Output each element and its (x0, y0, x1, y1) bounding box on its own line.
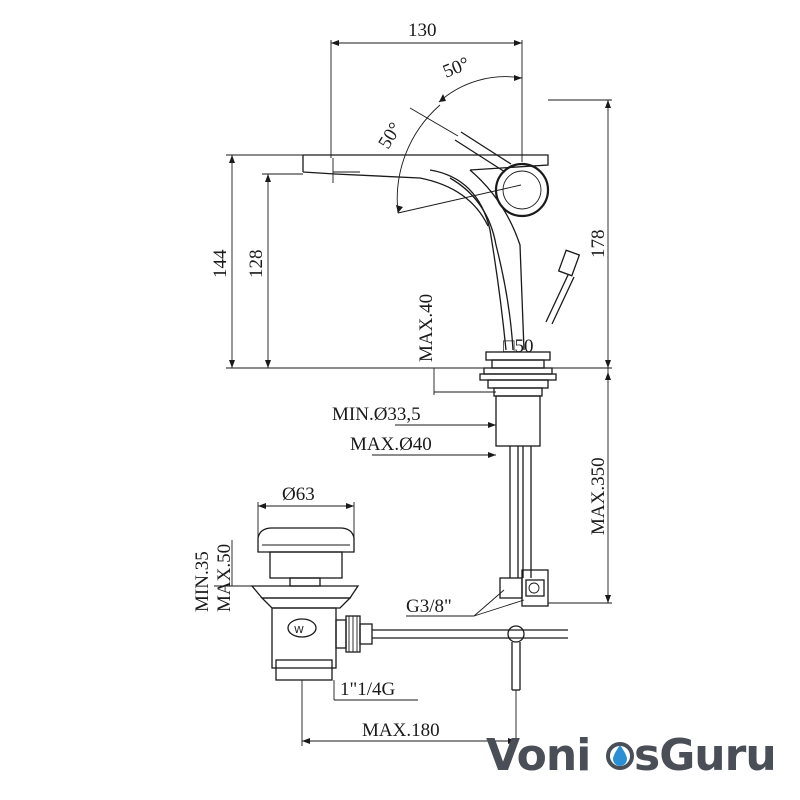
water-drop-icon (613, 745, 627, 766)
label-128: 128 (246, 250, 267, 279)
dimension-hole: MIN.Ø33,5 MAX.Ø40 (332, 404, 496, 458)
dimension-178-350: 178 MAX.350 (548, 99, 612, 604)
label-angle-right: 50° (440, 53, 473, 82)
pop-up-waste: W (250, 527, 568, 691)
brand-logo: Voni sGuru (486, 730, 777, 781)
dimension-130: 130 (330, 20, 523, 162)
label-connection: G3/8" (406, 596, 452, 617)
dimension-connection: G3/8" (406, 589, 525, 617)
dimension-waste-thread: 1"1/4G (333, 679, 418, 701)
dimension-deck: MAX.40 □50 (416, 294, 533, 395)
angle-arcs: 50° 50° (374, 53, 523, 214)
label-max-hole: MAX.Ø40 (350, 434, 432, 455)
label-min-hole: MIN.Ø33,5 (332, 404, 421, 425)
dimension-waste-height: MIN.35 MAX.50 (192, 540, 262, 612)
brand-part2: sGuru (634, 730, 776, 781)
label-base-square: □50 (503, 336, 533, 357)
label-130: 130 (408, 20, 437, 41)
label-max-350: MAX.350 (588, 457, 609, 535)
drop-ring-icon (606, 742, 634, 770)
label-waste-min: MIN.35 (192, 551, 213, 612)
label-144: 144 (210, 249, 231, 278)
faucet-body (302, 131, 581, 607)
label-waste-thread: 1"1/4G (340, 679, 396, 700)
label-max-40: MAX.40 (416, 294, 437, 362)
label-waste-max: MAX.50 (214, 544, 235, 612)
dimension-144-128: 144 128 (210, 154, 612, 369)
label-178: 178 (588, 230, 609, 259)
svg-text:W: W (294, 625, 304, 636)
dimension-cap: Ø63 (257, 484, 355, 538)
brand-part1: Voni (486, 730, 590, 781)
label-cap-diameter: Ø63 (282, 484, 315, 505)
dimension-max-reach: MAX.180 (301, 680, 517, 746)
label-max-reach: MAX.180 (362, 720, 440, 741)
label-angle-left: 50° (374, 119, 406, 153)
